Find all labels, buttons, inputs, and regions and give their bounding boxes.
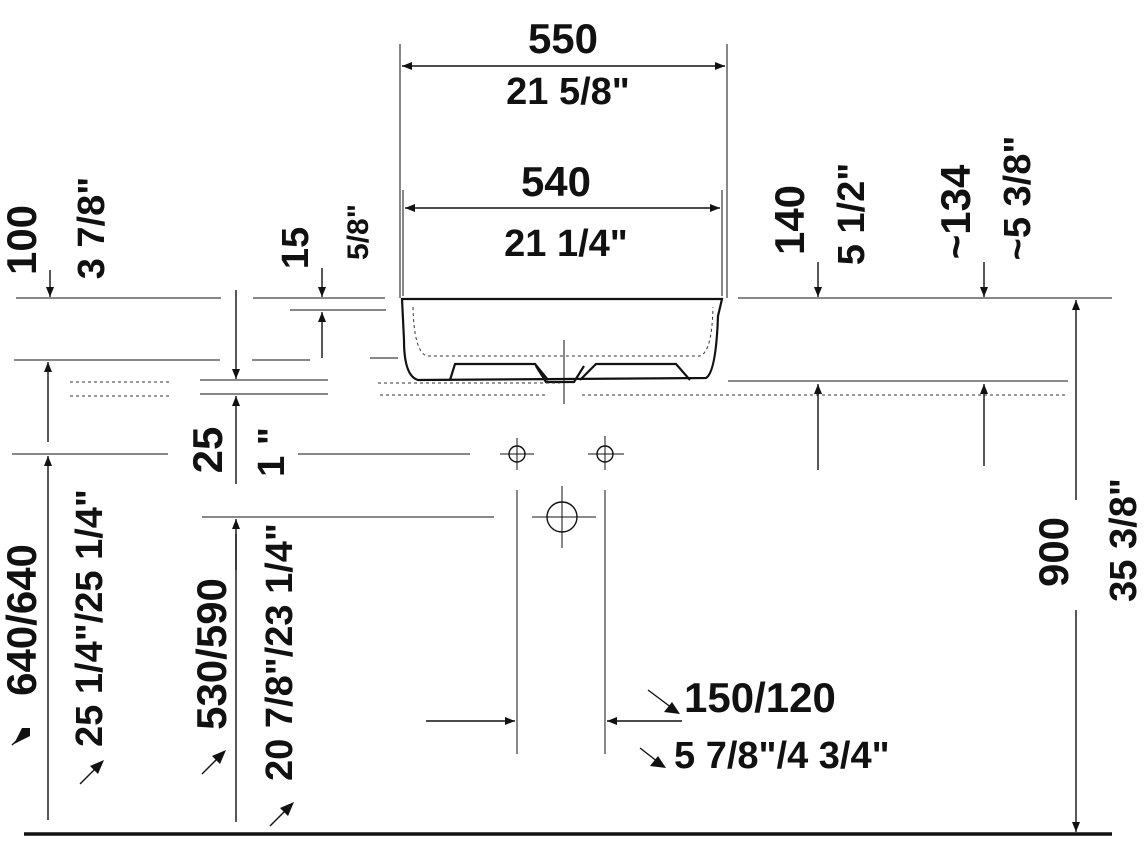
gap-25-dimension: 25 1 " (184, 427, 293, 477)
drain-height-dimension: 530/590 20 7/8"/23 1/4" (188, 519, 301, 827)
inner-width-mm: 540 (521, 158, 591, 205)
overall-width-in: 21 5/8" (506, 71, 630, 113)
overall-width-dimension: 550 21 5/8" (399, 15, 728, 298)
height-140-dimension: 140 5 1/2" (766, 163, 873, 470)
supply-spacing-mm: 150/120 (684, 674, 836, 721)
height-140-mm: 140 (766, 185, 813, 255)
supply-spacing-dimension: 150/120 5 7/8"/4 3/4" (426, 674, 890, 777)
overall-width-mm: 550 (528, 15, 598, 62)
rim-15-dimension: 15 5/8" (275, 204, 375, 358)
supply-height-dimension: 640/640 25 1/4"/25 1/4" (0, 456, 111, 820)
height-100-dimension: 100 3 7/8" (0, 177, 113, 297)
gap-25-in: 1 " (251, 427, 293, 477)
height-140-in: 5 1/2" (831, 163, 873, 266)
height-134-dimension: ~134 ~5 3/8" (932, 136, 1039, 466)
drain-connection (532, 486, 596, 548)
height-134-mm: ~134 (932, 164, 979, 259)
inner-width-dimension: 540 21 1/4" (402, 158, 723, 296)
gap-25-mm: 25 (184, 427, 231, 474)
supply-height-mm: 640/640 (0, 544, 45, 696)
basin-outline (400, 297, 724, 404)
height-134-in: ~5 3/8" (997, 136, 1039, 261)
reference-lines (12, 297, 1112, 836)
rim-15-in: 5/8" (342, 204, 375, 260)
inner-width-in: 21 1/4" (504, 223, 628, 265)
water-supply-connections (500, 436, 624, 754)
basin-depth-lines (44, 290, 240, 484)
floor-height-dimension: 900 35 3/8" (1030, 300, 1144, 832)
floor-height-mm: 900 (1030, 517, 1077, 587)
height-100-in: 3 7/8" (71, 177, 113, 280)
supply-spacing-in: 5 7/8"/4 3/4" (674, 735, 890, 777)
drain-height-in: 20 7/8"/23 1/4" (259, 523, 301, 781)
supply-height-in: 25 1/4"/25 1/4" (69, 489, 111, 747)
rim-15-mm: 15 (275, 227, 317, 269)
floor-height-in: 35 3/8" (1103, 478, 1144, 602)
drain-height-mm: 530/590 (188, 578, 235, 730)
height-100-mm: 100 (0, 205, 45, 275)
